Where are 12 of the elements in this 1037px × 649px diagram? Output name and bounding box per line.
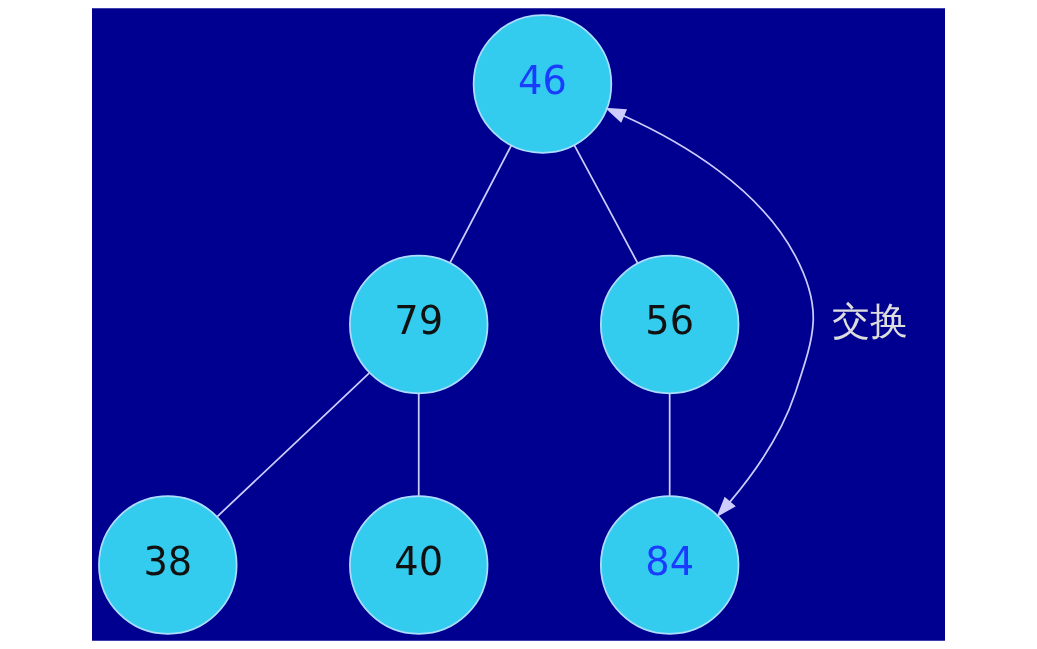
connector xyxy=(573,144,639,264)
connector xyxy=(216,372,371,518)
node-circle: 38 xyxy=(98,495,238,635)
node-circle: 56 xyxy=(599,254,740,395)
connector xyxy=(449,144,513,264)
connector xyxy=(417,392,420,497)
edge-label: 交换 xyxy=(832,298,909,344)
connector xyxy=(668,392,671,497)
node-circle: 46 xyxy=(472,14,613,154)
node-circle: 40 xyxy=(349,495,489,635)
node-circle: 79 xyxy=(349,254,489,395)
arrow xyxy=(604,107,815,518)
